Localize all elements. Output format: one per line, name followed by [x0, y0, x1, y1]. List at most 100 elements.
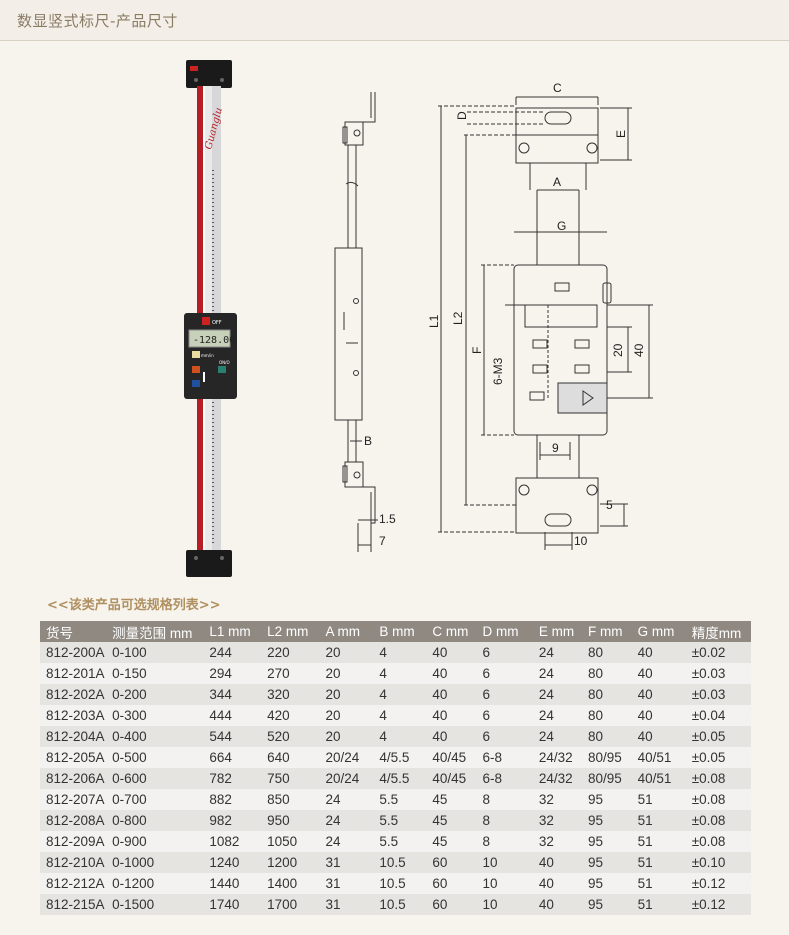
unit-label: mm/in [201, 353, 214, 358]
table-cell: 420 [261, 705, 320, 726]
table-cell: 24/32 [532, 747, 583, 768]
table-cell: 20 [319, 684, 374, 705]
table-cell: 812-205A [40, 747, 107, 768]
table-cell: 95 [582, 831, 632, 852]
table-cell: 244 [203, 642, 262, 663]
table-cell: 1240 [203, 852, 262, 873]
table-cell: 24 [532, 726, 583, 747]
table-cell: 4 [373, 684, 427, 705]
table-cell: ±0.02 [685, 642, 751, 663]
table-cell: 0-500 [106, 747, 204, 768]
table-cell: 40 [631, 705, 686, 726]
front-view [438, 96, 653, 550]
table-cell: 40 [426, 705, 477, 726]
column-header: C mm [426, 621, 477, 642]
side-view [334, 92, 378, 552]
table-cell: 31 [319, 894, 374, 915]
table-cell: 24 [532, 642, 583, 663]
table-cell: 812-206A [40, 768, 107, 789]
table-cell: 4 [373, 663, 427, 684]
table-cell: 60 [426, 852, 477, 873]
table-cell: 51 [631, 852, 686, 873]
table-cell: 4 [373, 726, 427, 747]
table-cell: 0-300 [106, 705, 204, 726]
table-cell: 812-212A [40, 873, 107, 894]
table-cell: 812-209A [40, 831, 107, 852]
table-cell: 520 [261, 726, 320, 747]
table-cell: 40 [631, 663, 686, 684]
table-cell: 0-100 [106, 642, 204, 663]
column-header: F mm [582, 621, 632, 642]
dim-label-e: E [614, 130, 628, 138]
table-cell: 6 [476, 726, 533, 747]
table-cell: 294 [203, 663, 262, 684]
table-cell: 95 [582, 873, 632, 894]
table-cell: 1700 [261, 894, 320, 915]
dim-label-40: 40 [632, 343, 646, 357]
table-cell: ±0.05 [685, 747, 751, 768]
dim-label-9: 9 [552, 441, 559, 455]
table-cell: 51 [631, 810, 686, 831]
table-cell: 95 [582, 789, 632, 810]
table-cell: 24 [319, 831, 374, 852]
table-cell: 812-215A [40, 894, 107, 915]
table-cell: 51 [631, 831, 686, 852]
table-cell: 812-210A [40, 852, 107, 873]
table-cell: 40 [532, 852, 583, 873]
table-cell: ±0.12 [685, 894, 751, 915]
table-cell: 80 [582, 705, 632, 726]
dim-label-b: B [364, 434, 372, 448]
dim-label-a: A [553, 175, 561, 189]
table-cell: ±0.08 [685, 789, 751, 810]
table-cell: ±0.04 [685, 705, 751, 726]
table-cell: 10 [476, 852, 533, 873]
table-cell: 31 [319, 852, 374, 873]
table-cell: ±0.03 [685, 663, 751, 684]
table-cell: 80 [582, 684, 632, 705]
table-cell: 40/51 [631, 747, 686, 768]
table-cell: 32 [532, 810, 583, 831]
table-cell: 80/95 [582, 768, 632, 789]
table-cell: 1400 [261, 873, 320, 894]
table-cell: 24 [532, 684, 583, 705]
dim-label-f: F [470, 347, 484, 354]
table-cell: 80/95 [582, 747, 632, 768]
onoff-label: ON/O [219, 360, 230, 365]
table-cell: 60 [426, 873, 477, 894]
table-cell: 344 [203, 684, 262, 705]
table-cell: 782 [203, 768, 262, 789]
table-cell: 80 [582, 663, 632, 684]
table-cell: 40 [426, 663, 477, 684]
dimension-drawing: Guanglu OFF -128.00 mm/in ON/O [184, 60, 653, 577]
table-cell: 40 [631, 684, 686, 705]
table-cell: 24 [532, 705, 583, 726]
table-cell: 812-208A [40, 810, 107, 831]
table-cell: 6 [476, 705, 533, 726]
table-cell: 10.5 [373, 873, 427, 894]
table-cell: 0-1500 [106, 894, 204, 915]
column-header: 测量范围 mm [106, 621, 204, 642]
table-cell: 0-1000 [106, 852, 204, 873]
table-cell: 8 [476, 810, 533, 831]
table-cell: 0-700 [106, 789, 204, 810]
table-cell: 20 [319, 642, 374, 663]
table-cell: ±0.08 [685, 768, 751, 789]
table-cell: 45 [426, 789, 477, 810]
table-cell: 51 [631, 894, 686, 915]
table-cell: 0-200 [106, 684, 204, 705]
table-cell: 6-8 [476, 747, 533, 768]
table-cell: 40 [631, 726, 686, 747]
table-cell: 1082 [203, 831, 262, 852]
table-cell: 0-1200 [106, 873, 204, 894]
table-cell: 982 [203, 810, 262, 831]
